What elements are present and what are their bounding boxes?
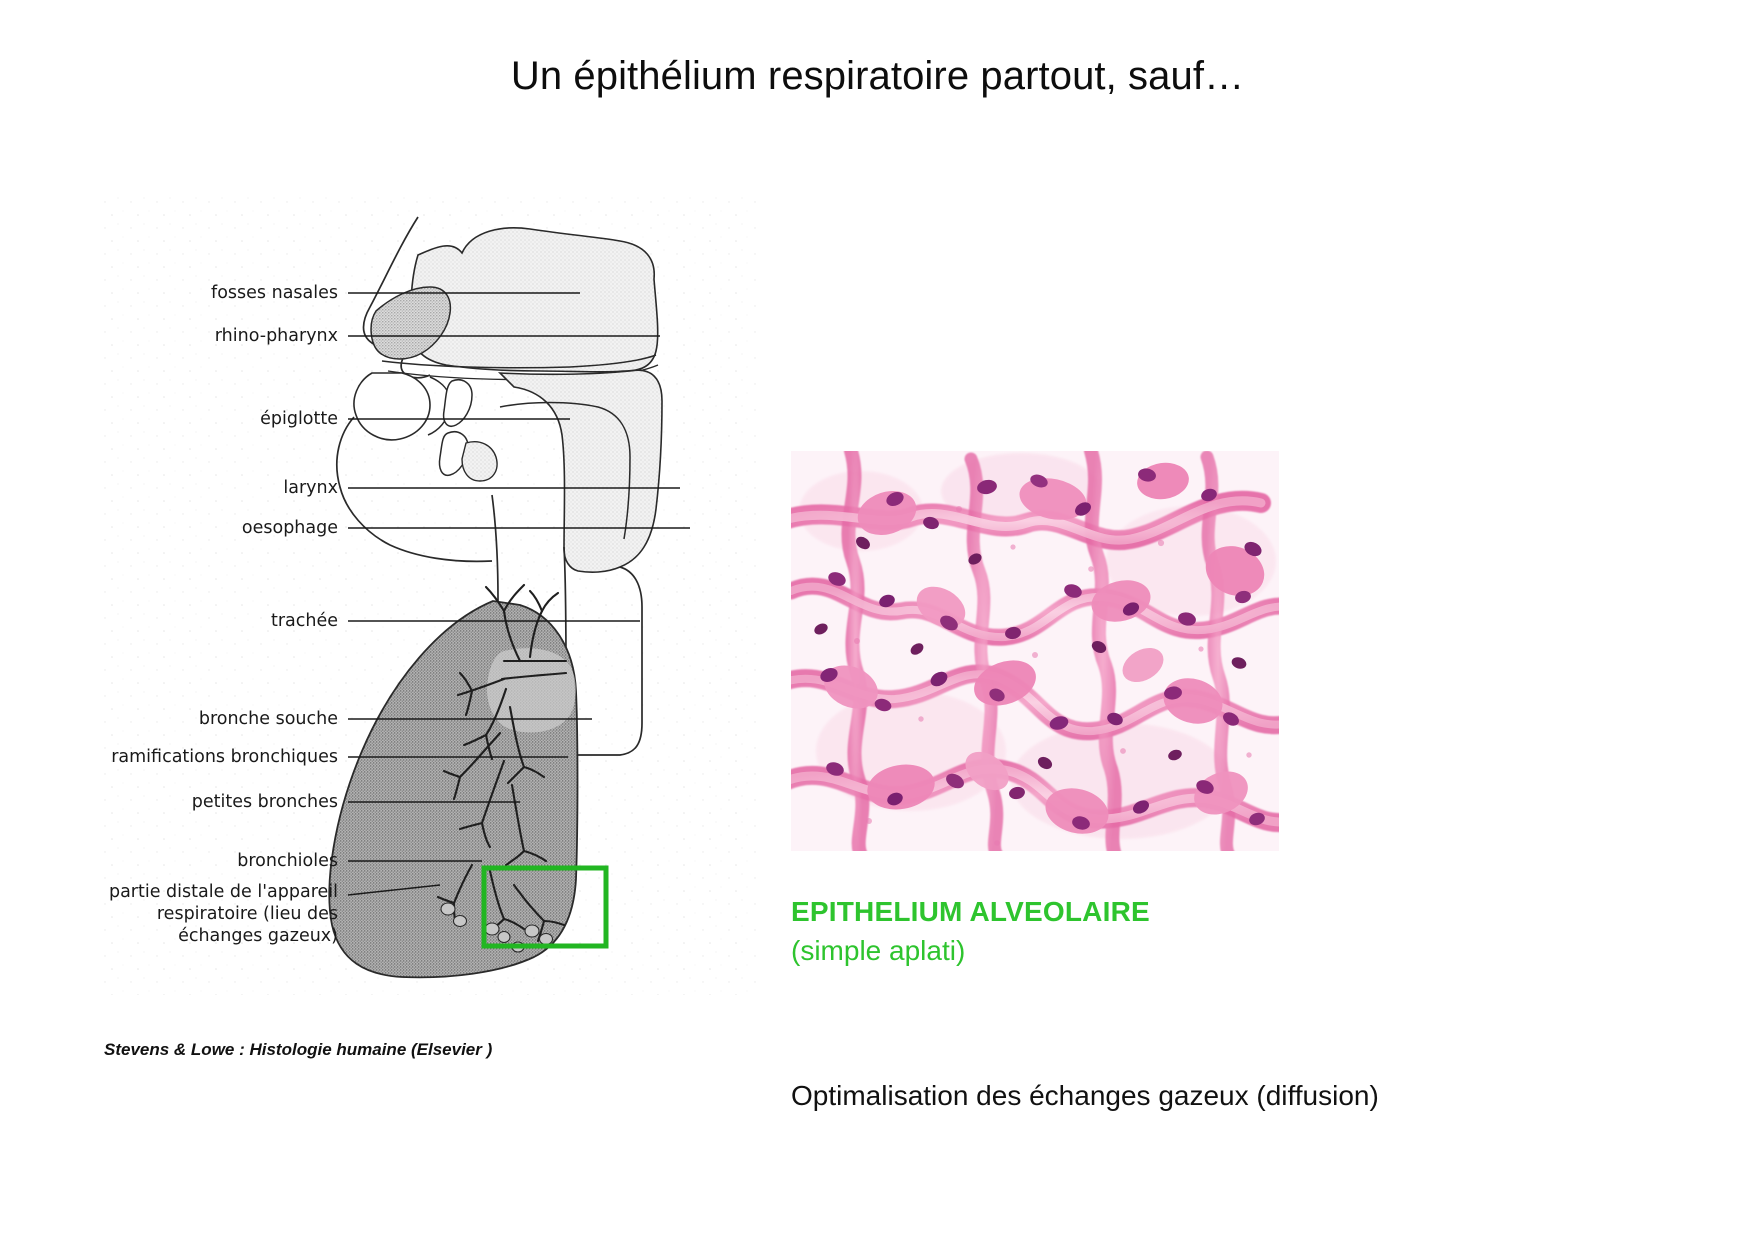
- caption-epithelium-subtitle: (simple aplati): [791, 935, 966, 966]
- diagram-label-1: rhino-pharynx: [215, 326, 338, 346]
- diagram-labels: fosses nasales rhino-pharynx épiglotte l…: [109, 283, 338, 946]
- diagram-label-2: épiglotte: [260, 409, 338, 429]
- source-citation: Stevens & Lowe : Histologie humaine (Els…: [104, 1040, 493, 1059]
- caption-function-note: Optimalisation des échanges gazeux (diff…: [791, 1080, 1379, 1111]
- diagram-label-0: fosses nasales: [211, 283, 338, 303]
- caption-epithelium-title: EPITHELIUM ALVEOLAIRE: [791, 896, 1150, 927]
- diagram-label-distal-line3: échanges gazeux): [178, 926, 338, 946]
- diagram-label-4: oesophage: [242, 518, 338, 538]
- diagram-label-distal-line1: partie distale de l'appareil: [109, 882, 338, 902]
- page-title: Un épithélium respiratoire partout, sauf…: [510, 54, 1245, 98]
- diagram-label-5: trachée: [271, 611, 338, 631]
- diagram-label-7: ramifications bronchiques: [111, 747, 338, 767]
- alveolar-micrograph: [791, 451, 1279, 851]
- diagram-label-8: petites bronches: [192, 792, 338, 812]
- diagram-label-6: bronche souche: [199, 709, 338, 729]
- diagram-label-distal-line2: respiratoire (lieu des: [157, 904, 338, 924]
- leader-lines: [347, 292, 690, 896]
- bronchial-tree: [436, 583, 568, 943]
- respiratory-diagram: fosses nasales rhino-pharynx épiglotte l…: [100, 195, 760, 995]
- lung-shape: [328, 600, 579, 979]
- diagram-label-9: bronchioles: [237, 851, 338, 871]
- highlight-rectangle: [481, 865, 609, 949]
- nuclei: [814, 468, 1265, 830]
- diagram-label-3: larynx: [283, 478, 338, 498]
